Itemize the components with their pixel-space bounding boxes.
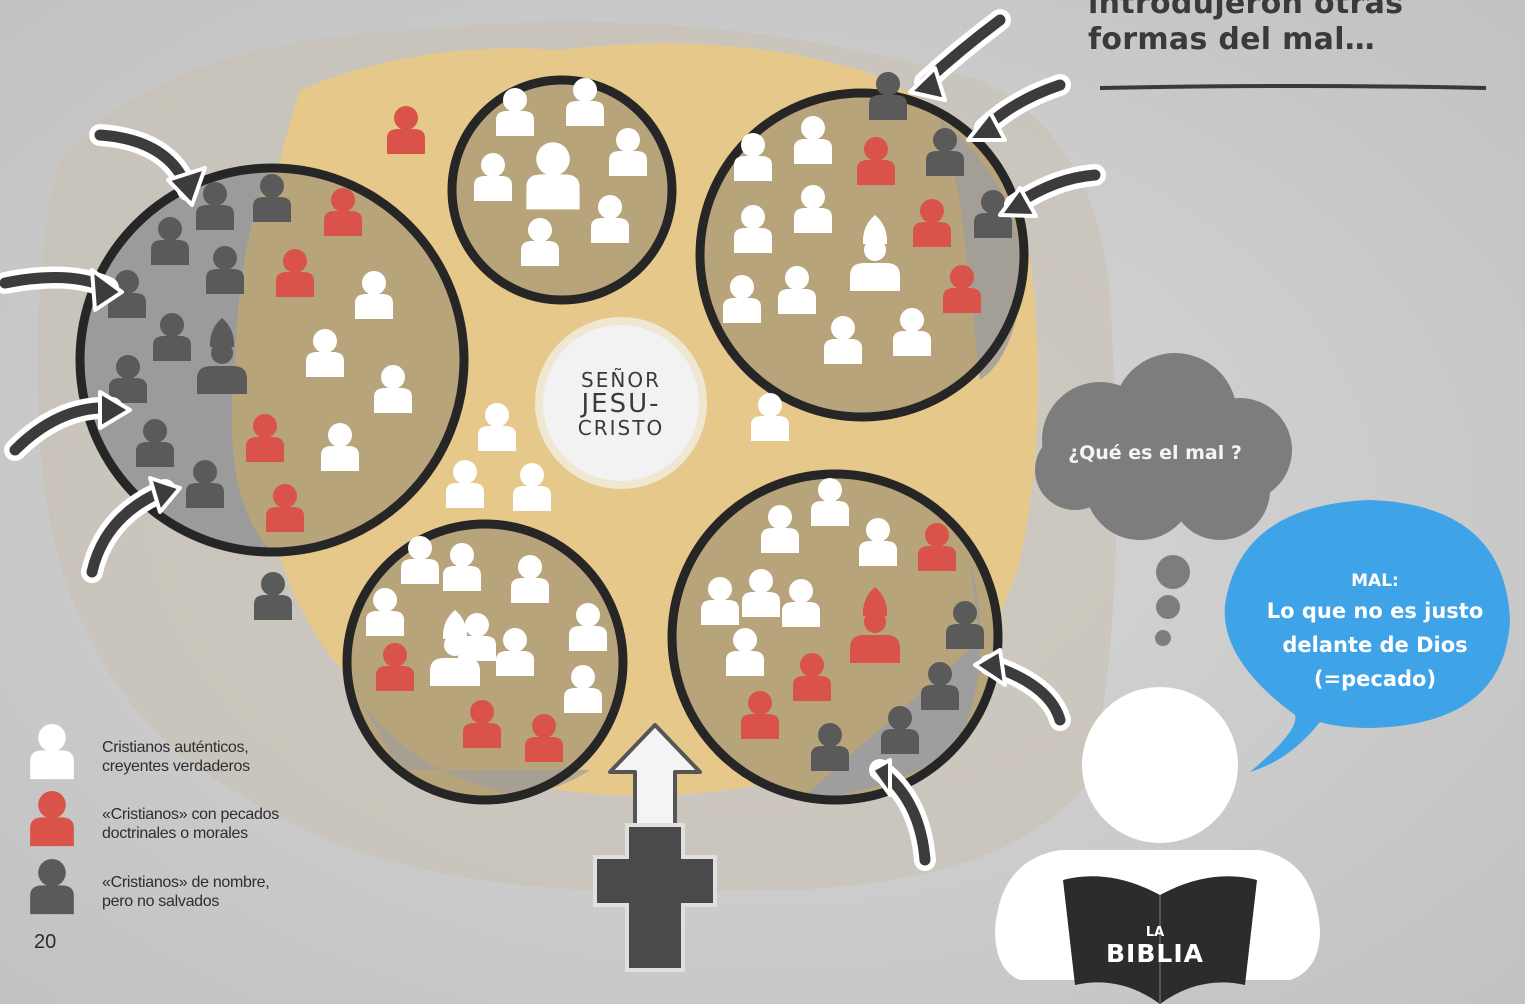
center-label: SEÑOR JESU- CRISTO <box>540 369 702 439</box>
legend-item-line-1: «Cristianos» con pecados <box>102 806 279 823</box>
legend-item-line-1: Cristianos auténticos, <box>102 739 249 756</box>
book-label-line-2: BIBLIA <box>1106 939 1204 968</box>
page-heading: introdujeron otras formas del mal… <box>1088 0 1508 58</box>
center-disc <box>543 325 699 481</box>
speech-title: MAL: <box>1351 571 1399 591</box>
speech-line-2: delante de Dios <box>1282 633 1468 657</box>
legend-item-authentic: Cristianos auténticos, creyentes verdade… <box>102 738 342 776</box>
bible-book-icon <box>1063 876 1257 1004</box>
cross-icon <box>593 823 717 972</box>
legend-item-line-2: creyentes verdaderos <box>102 758 250 775</box>
speech-line-1: Lo que no es justo <box>1266 599 1484 623</box>
heading-line-1: introdujeron otras <box>1088 0 1404 21</box>
thought-bubble-text: ¿Qué es el mal ? <box>1068 442 1242 464</box>
legend-item-line-1: «Cristianos» de nombre, <box>102 874 270 891</box>
legend-item-line-2: doctrinales o morales <box>102 825 248 842</box>
center-label-line-2: JESU- <box>581 389 661 419</box>
speech-bubble-text: MAL: Lo que no es justo delante de Dios … <box>1240 568 1510 696</box>
center-label-line-1: SEÑOR <box>581 368 661 392</box>
arrow-heads <box>90 66 1038 797</box>
speech-bubble <box>1224 500 1510 772</box>
legend-item-nominal: «Cristianos» de nombre, pero no salvados <box>102 873 342 911</box>
book-label: LA BIBLIA <box>1080 926 1230 968</box>
legend-item-sinning: «Cristianos» con pecados doctrinales o m… <box>102 805 342 843</box>
page-number: 20 <box>34 931 57 953</box>
heading-underline <box>1099 84 1487 90</box>
book-label-line-1: LA <box>1145 925 1165 940</box>
speech-line-3: (=pecado) <box>1313 667 1437 691</box>
heading-line-2: formas del mal… <box>1088 22 1376 57</box>
legend-item-line-2: pero no salvados <box>102 893 220 910</box>
thought-bubble <box>1035 353 1292 646</box>
center-label-line-3: CRISTO <box>577 416 665 440</box>
